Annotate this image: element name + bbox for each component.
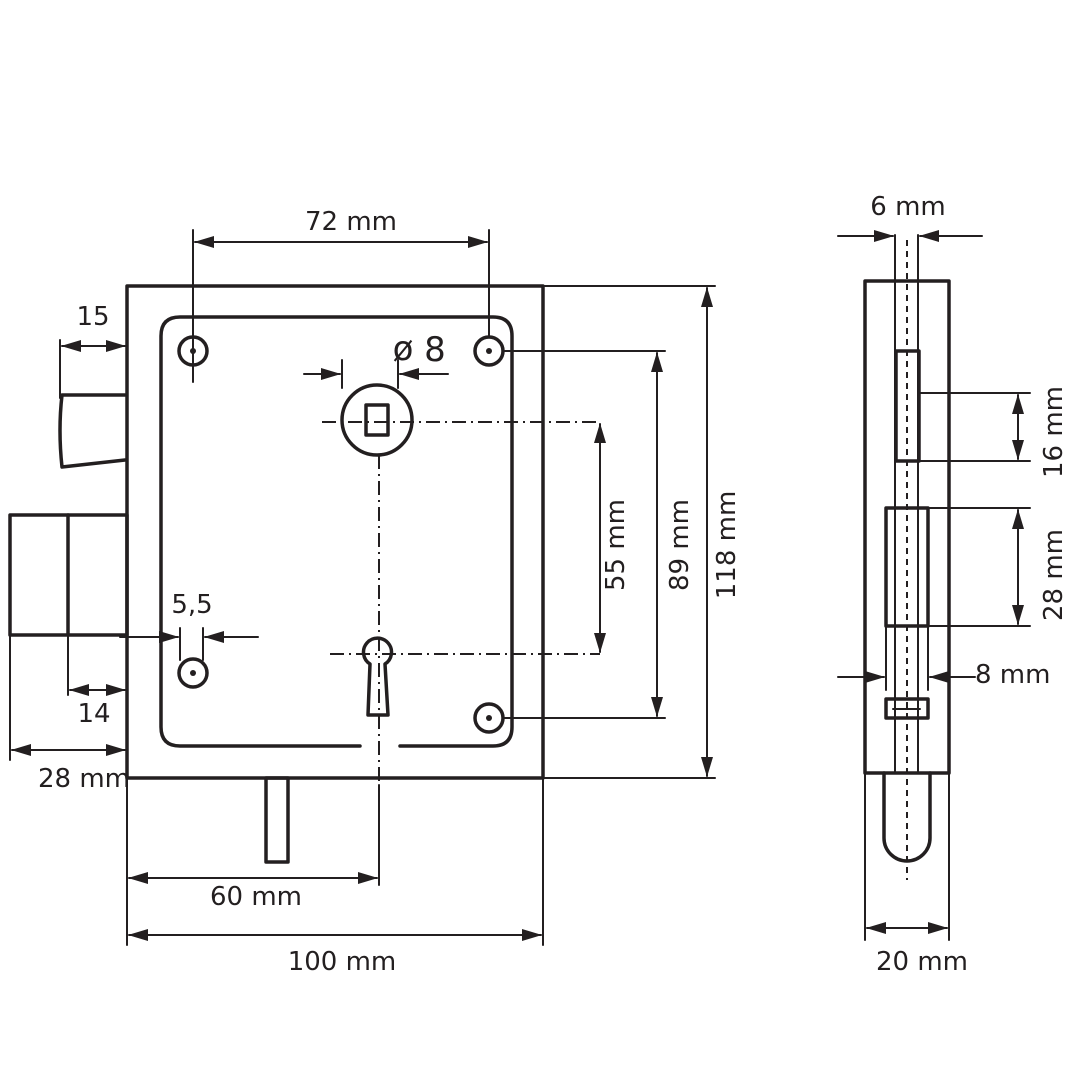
- latch-slot: [894, 349, 921, 463]
- side-bottom-bolt: [882, 771, 932, 863]
- label-15: 15: [76, 302, 109, 332]
- label-side-8mm: 8 mm: [975, 660, 1050, 690]
- label-14: 14: [77, 699, 110, 729]
- label-side-6mm: 6 mm: [870, 192, 945, 222]
- inner-plate-outline: [159, 315, 514, 748]
- deadbolt-slot: [884, 506, 930, 628]
- label-side-20mm: 20 mm: [876, 947, 968, 977]
- mounting-hole-bottom-left: [177, 657, 209, 689]
- label-100mm: 100 mm: [288, 947, 397, 977]
- lock-case-outline: [125, 284, 545, 780]
- label-60mm: 60 mm: [210, 882, 302, 912]
- label-55mm: 55 mm: [601, 499, 631, 591]
- latch-bolt: [58, 393, 127, 469]
- label-side-16mm: 16 mm: [1039, 386, 1069, 478]
- label-diameter-value: 8: [424, 330, 446, 370]
- keyhole: [361, 636, 394, 717]
- label-28mm-left: 28 mm: [38, 764, 130, 794]
- label-5-5: 5,5: [171, 590, 212, 620]
- spindle-hub: [340, 383, 414, 457]
- label-diameter-symbol: ø: [393, 329, 414, 369]
- mounting-hole-bottom-right: [473, 702, 505, 734]
- mounting-hole-top-right: [473, 335, 505, 367]
- label-89mm: 89 mm: [665, 499, 695, 591]
- label-side-28mm: 28 mm: [1039, 529, 1069, 621]
- front-view: 72 mm ø 8 15 55 mm 89 mm 118 mm 5,5 14 2…: [8, 207, 742, 977]
- spindle-square: [364, 403, 390, 437]
- label-72mm: 72 mm: [305, 207, 397, 237]
- label-118mm: 118 mm: [712, 491, 742, 600]
- bottom-slot: [884, 697, 930, 720]
- bottom-bolt: [264, 776, 290, 864]
- side-view: 6 mm 16 mm 28 mm 8 mm 20 mm: [837, 192, 1069, 977]
